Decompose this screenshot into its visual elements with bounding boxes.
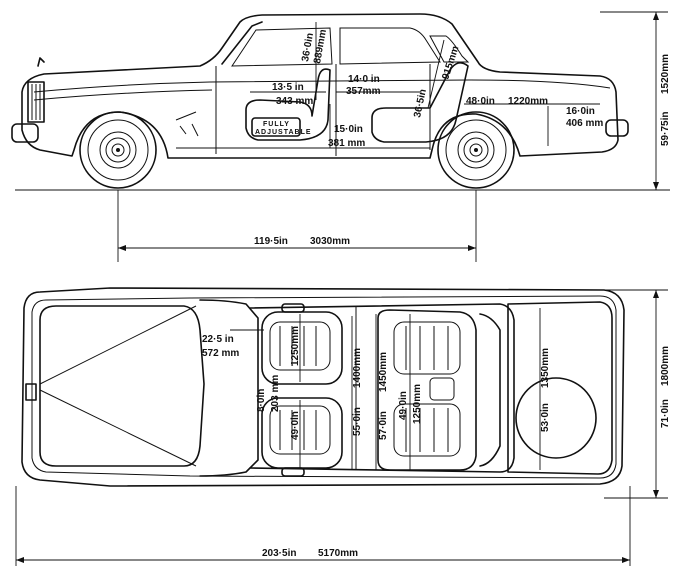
front-legroom-in: 22·5 in (202, 334, 234, 345)
overall-height-in: 59·75in (660, 112, 671, 146)
front-seat-side (245, 68, 331, 141)
front-shoulder-in: 55·0in (352, 407, 363, 436)
bonnet-outline (39, 305, 205, 467)
mascot-icon (37, 57, 45, 67)
rear-seat-width-mm: 1250mm (412, 384, 423, 424)
top-view: 22·5 in 572 mm 1250mm 49·0in 8·0in 203 m… (15, 287, 671, 566)
headroom-front-in: 36·0in (300, 32, 316, 62)
rear-wheel-side (437, 111, 515, 189)
side-view: FULLY ADJUSTABLE 36·0in 889mm (11, 11, 671, 262)
rear-seat-side (371, 62, 469, 143)
front-bumper (11, 123, 39, 143)
badge-line1: FULLY (263, 121, 290, 128)
wheelbase-in: 119·5in (254, 236, 288, 247)
boot-height-mm: 406 mm (566, 118, 603, 129)
boot-width-in: 53·0in (540, 403, 551, 432)
rear-seat (377, 309, 477, 471)
windscreen-top (199, 299, 259, 477)
steering-wheel-icon (175, 111, 199, 137)
overall-length-mm: 5170mm (318, 548, 358, 559)
rear-window (339, 27, 441, 65)
front-gap-in: 8·0in (256, 389, 267, 412)
side-waist-trim (33, 79, 611, 93)
boot-height-in: 16·0in (566, 106, 595, 117)
rear-seat-width-in: 49·0in (398, 391, 409, 420)
rear-quarter-window (429, 35, 470, 63)
overall-length-in: 203·5in (262, 548, 296, 559)
seat-depth-mm: 381 mm (328, 138, 365, 149)
rear-window-top (479, 313, 501, 467)
side-waist-trim-2 (33, 89, 213, 101)
badge-line2: ADJUSTABLE (255, 129, 312, 136)
front-seat-height-mm: 343 mm (276, 96, 313, 107)
fully-adjustable-badge (251, 117, 301, 137)
overall-height-mm: 1520mm (660, 54, 671, 94)
front-grille (27, 81, 45, 123)
rear-bumper (605, 119, 629, 137)
front-wheel-side (79, 111, 157, 189)
front-seat-height-in: 13·5 in (272, 82, 304, 93)
rear-seat-height-mm: 357mm (346, 86, 381, 97)
front-headrest-left (281, 303, 305, 313)
front-gap-mm: 203 mm (270, 375, 281, 412)
headroom-rear-in: 36·5in (412, 88, 429, 119)
front-headrest-right (281, 467, 305, 477)
width-ref-in: 48·0in (466, 96, 495, 107)
boot-lid (507, 301, 613, 475)
bonnet-crease-1 (39, 305, 197, 385)
front-window (231, 27, 333, 67)
seat-depth-in: 15·0in (334, 124, 363, 135)
boot-width-mm: 1350mm (540, 348, 551, 388)
rear-seat-height-in: 14·0 in (348, 74, 380, 85)
front-seat-left (261, 311, 343, 385)
cabin-outline (249, 303, 515, 473)
rear-shoulder-mm: 1450mm (378, 352, 389, 392)
width-ref-mm: 1220mm (508, 96, 548, 107)
front-seat-width-in: 49·0in (290, 411, 301, 440)
top-body-inner (31, 295, 617, 479)
front-seat-width-mm: 1250mm (290, 326, 301, 366)
front-shoulder-mm: 1400mm (352, 348, 363, 388)
bonnet-crease-2 (39, 389, 197, 467)
wheelbase-mm: 3030mm (310, 236, 350, 247)
front-legroom-mm: 572 mm (202, 348, 239, 359)
spare-wheel-icon (515, 377, 597, 459)
windscreen-pillar (221, 21, 263, 65)
overall-width-mm: 1800mm (660, 346, 671, 386)
rear-shoulder-in: 57·0in (378, 411, 389, 440)
top-body-outline (21, 287, 625, 487)
front-grille-top (25, 383, 37, 401)
overall-width-in: 71·0in (660, 399, 671, 428)
